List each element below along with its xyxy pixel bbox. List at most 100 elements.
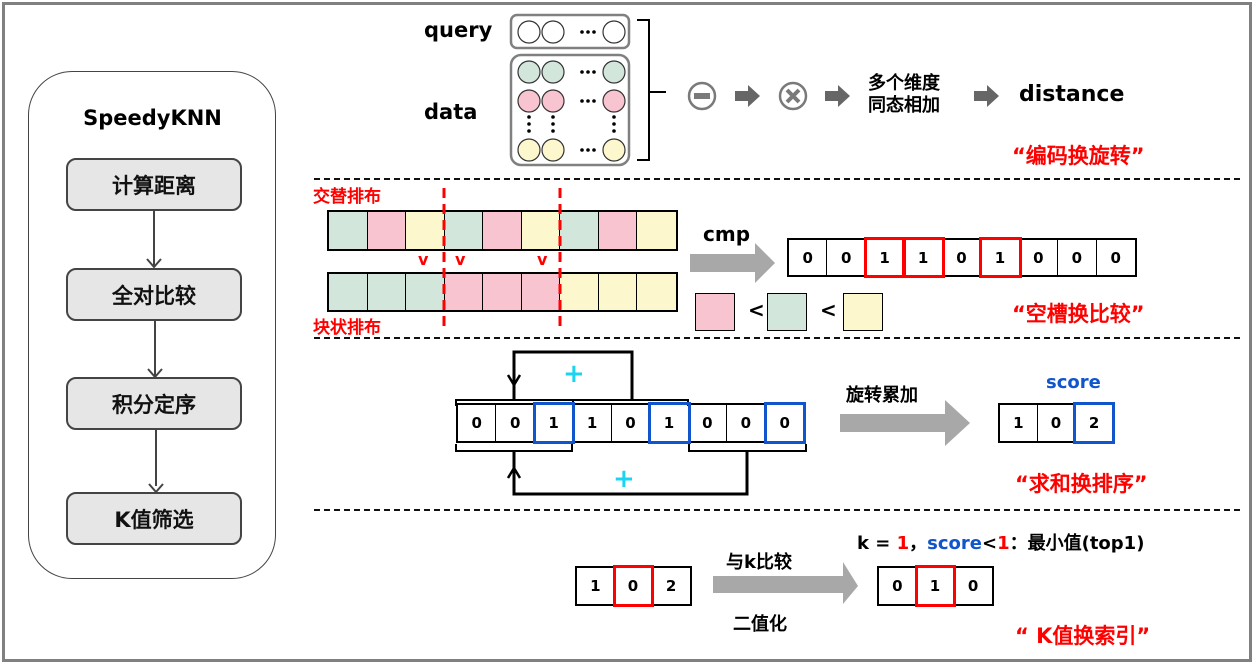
value-cell: 0 <box>496 405 535 441</box>
data-slot <box>602 89 626 113</box>
value-cell: 0 <box>1058 240 1097 275</box>
pink-slot <box>367 212 407 249</box>
pink-slot <box>598 212 638 249</box>
arrow-right-icon <box>974 85 999 107</box>
tagline-encoding-rotation: “编码换旋转” <box>1012 144 1145 168</box>
data-slot <box>602 60 626 84</box>
data-label: data <box>424 100 478 124</box>
value-cell: 0 <box>1110 248 1121 267</box>
rotate-sum-label: 旋转累加 <box>846 385 918 406</box>
yellow-slot <box>560 274 599 310</box>
compare-mark: v <box>455 250 466 269</box>
query-slot <box>517 20 541 44</box>
green-slot <box>560 212 599 249</box>
yellow-slot <box>637 212 676 249</box>
value-cell: 1 <box>573 405 612 441</box>
rule-k-prefix: k = <box>857 533 897 554</box>
pink-slot <box>521 274 561 310</box>
tagline-k-index: “ K值换索引” <box>1015 624 1151 648</box>
value-cell: 0 <box>1020 240 1059 275</box>
pink-slot <box>483 212 522 249</box>
rule-threshold: 1 <box>997 533 1010 554</box>
value-cell: 0 <box>727 405 766 441</box>
step-k-filter: K值筛选 <box>66 492 242 545</box>
data-slot <box>541 60 565 84</box>
value-cell: 1 <box>1000 405 1038 441</box>
highlight-box <box>863 237 907 278</box>
sum-label-line1: 多个维度 <box>868 73 940 94</box>
flow-arrow-2 <box>154 321 156 377</box>
highlight-box <box>532 402 576 444</box>
group-bracket <box>637 19 650 161</box>
pipeline-title: SpeedyKNN <box>83 106 222 130</box>
distance-label: distance <box>1019 82 1125 107</box>
alternating-slot-row <box>327 210 678 251</box>
value-cell: 0 <box>689 405 728 441</box>
data-matrix-box <box>509 53 631 167</box>
highlight-box <box>763 402 806 444</box>
pink-slot <box>483 274 522 310</box>
section-divider <box>314 337 1240 339</box>
data-slot <box>517 89 541 113</box>
alternating-layout-label: 交替排布 <box>313 187 381 207</box>
flow-arrow-1 <box>153 211 155 267</box>
value-cell: 0 <box>779 414 790 432</box>
binarize-label: 二值化 <box>733 614 787 635</box>
legend-pink-slot <box>695 293 735 331</box>
plus-icon: + <box>613 464 635 494</box>
value-cell: 0 <box>967 577 979 595</box>
yellow-slot <box>521 212 561 249</box>
cmp-label: cmp <box>703 222 751 246</box>
value-cell: 0 <box>1038 405 1076 441</box>
rule-sep: ， <box>909 533 928 554</box>
yellow-slot <box>637 274 676 310</box>
highlight-box <box>979 237 1022 278</box>
highlight-box <box>648 402 691 444</box>
data-slot <box>517 60 541 84</box>
section-divider <box>314 509 1240 511</box>
data-slot <box>541 89 565 113</box>
arrow-right-icon <box>825 85 850 107</box>
tagline-sum-sort: “求和换排序” <box>1015 472 1148 496</box>
compare-mark: v <box>418 250 429 269</box>
value-cell: 2 <box>1088 414 1100 432</box>
arrow-right-icon <box>735 85 760 107</box>
score-label: score <box>1046 372 1101 393</box>
tagline-slot-compare: “空槽换比较” <box>1012 302 1145 326</box>
green-slot <box>329 212 368 249</box>
green-slot <box>329 274 368 310</box>
compare-mark: v <box>537 250 548 269</box>
data-slot <box>517 138 541 162</box>
yellow-slot <box>598 274 638 310</box>
rule-lt: < <box>981 533 998 554</box>
pink-slot <box>444 274 484 310</box>
block-slot-row <box>327 272 678 312</box>
legend-less-than: < <box>820 298 837 322</box>
value-cell: 0 <box>827 240 866 275</box>
multiply-icon <box>778 81 808 111</box>
value-cell: 0 <box>789 240 828 275</box>
yellow-slot <box>406 212 445 249</box>
value-cell: 1 <box>577 568 615 604</box>
highlight-box <box>902 237 945 278</box>
green-slot <box>367 274 407 310</box>
highlight-box <box>1073 402 1115 444</box>
step-compute-distance: 计算距离 <box>66 158 242 211</box>
green-slot <box>406 274 445 310</box>
rule-score: score <box>927 533 982 554</box>
value-cell: 0 <box>612 405 651 441</box>
block-layout-label: 块状排布 <box>313 318 381 338</box>
topk-rule: k = 1，score<1：最小值(top1) <box>857 529 1144 555</box>
step-score-ordering: 积分定序 <box>66 377 242 430</box>
pipeline-panel <box>28 71 276 579</box>
subtract-icon <box>687 81 717 111</box>
value-cell: 0 <box>943 240 982 275</box>
plus-icon: + <box>563 359 585 389</box>
query-slot <box>602 20 626 44</box>
step-all-pairs-compare: 全对比较 <box>66 268 242 321</box>
value-cell: 2 <box>665 577 677 595</box>
legend-green-slot <box>767 293 807 331</box>
